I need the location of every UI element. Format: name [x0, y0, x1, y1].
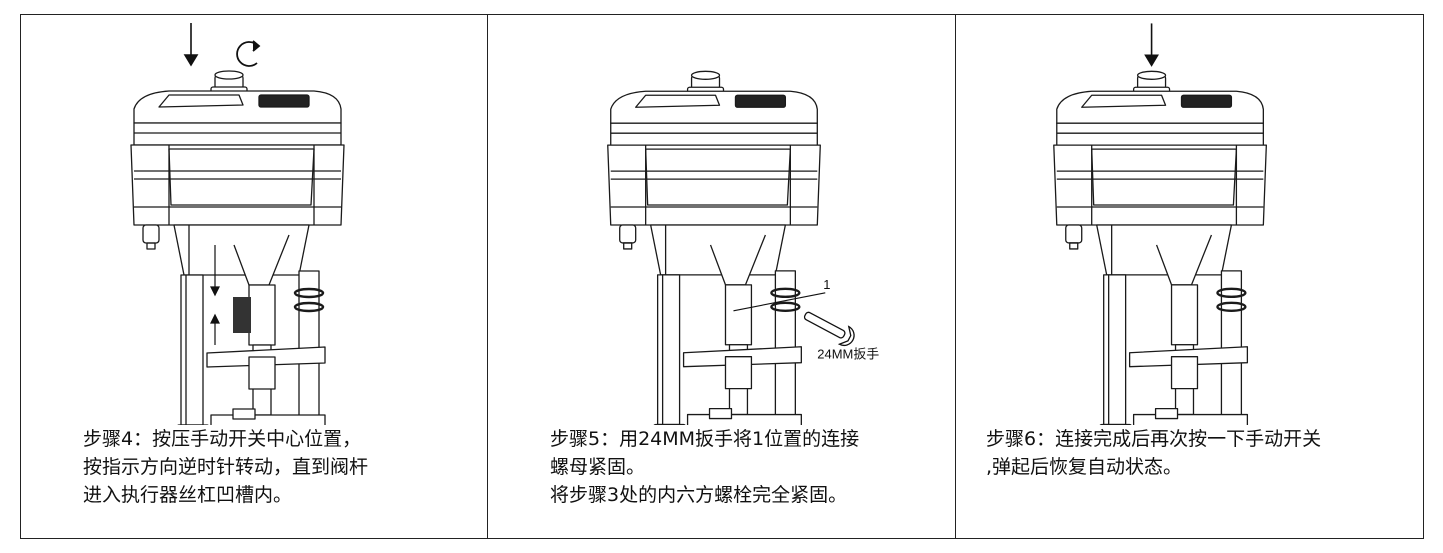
instruction-figure: 步骤4：按压手动开关中心位置， 按指示方向逆时针转动，直到阀杆 进入执行器丝杠凹…: [20, 14, 1424, 539]
step6-caption: 步骤6：连接完成后再次按一下手动开关 ,弹起后恢复自动状态。: [986, 425, 1321, 481]
caption-line: 步骤4：按压手动开关中心位置，: [83, 428, 362, 450]
caption-line: 进入执行器丝杠凹槽内。: [83, 484, 293, 506]
callout-number: 1: [823, 277, 830, 292]
caption-line: 步骤6：连接完成后再次按一下手动开关: [986, 428, 1322, 450]
step5-panel: 1 24MM扳手 步骤5：用24MM扳手将1位置的连接 螺母紧固。 将步骤3处的…: [487, 15, 955, 538]
down-arrow-icon: [1144, 23, 1159, 67]
step4-panel: 步骤4：按压手动开关中心位置， 按指示方向逆时针转动，直到阀杆 进入执行器丝杠凹…: [21, 15, 487, 538]
step6-actuator-illustration: [1052, 23, 1268, 425]
step6-panel: 步骤6：连接完成后再次按一下手动开关 ,弹起后恢复自动状态。: [955, 15, 1423, 538]
step4-actuator-illustration: [129, 23, 346, 425]
wrench-size-label: 24MM扳手: [817, 347, 879, 362]
caption-line: 将步骤3处的内六方螺栓完全紧固。: [550, 484, 848, 506]
down-arrow-icon: [183, 23, 199, 67]
wrench-icon: [803, 311, 855, 347]
step4-caption: 步骤4：按压手动开关中心位置， 按指示方向逆时针转动，直到阀杆 进入执行器丝杠凹…: [83, 425, 368, 509]
rotate-counterclockwise-icon: [236, 40, 261, 67]
caption-line: 步骤5：用24MM扳手将1位置的连接: [550, 428, 860, 450]
caption-line: ,弹起后恢复自动状态。: [986, 456, 1183, 478]
caption-line: 按指示方向逆时针转动，直到阀杆: [83, 456, 369, 478]
step5-caption: 步骤5：用24MM扳手将1位置的连接 螺母紧固。 将步骤3处的内六方螺栓完全紧固…: [550, 425, 859, 509]
caption-line: 螺母紧固。: [550, 456, 646, 478]
step5-actuator-illustration: 1 24MM扳手: [606, 70, 879, 425]
callout-leader: [733, 292, 826, 312]
